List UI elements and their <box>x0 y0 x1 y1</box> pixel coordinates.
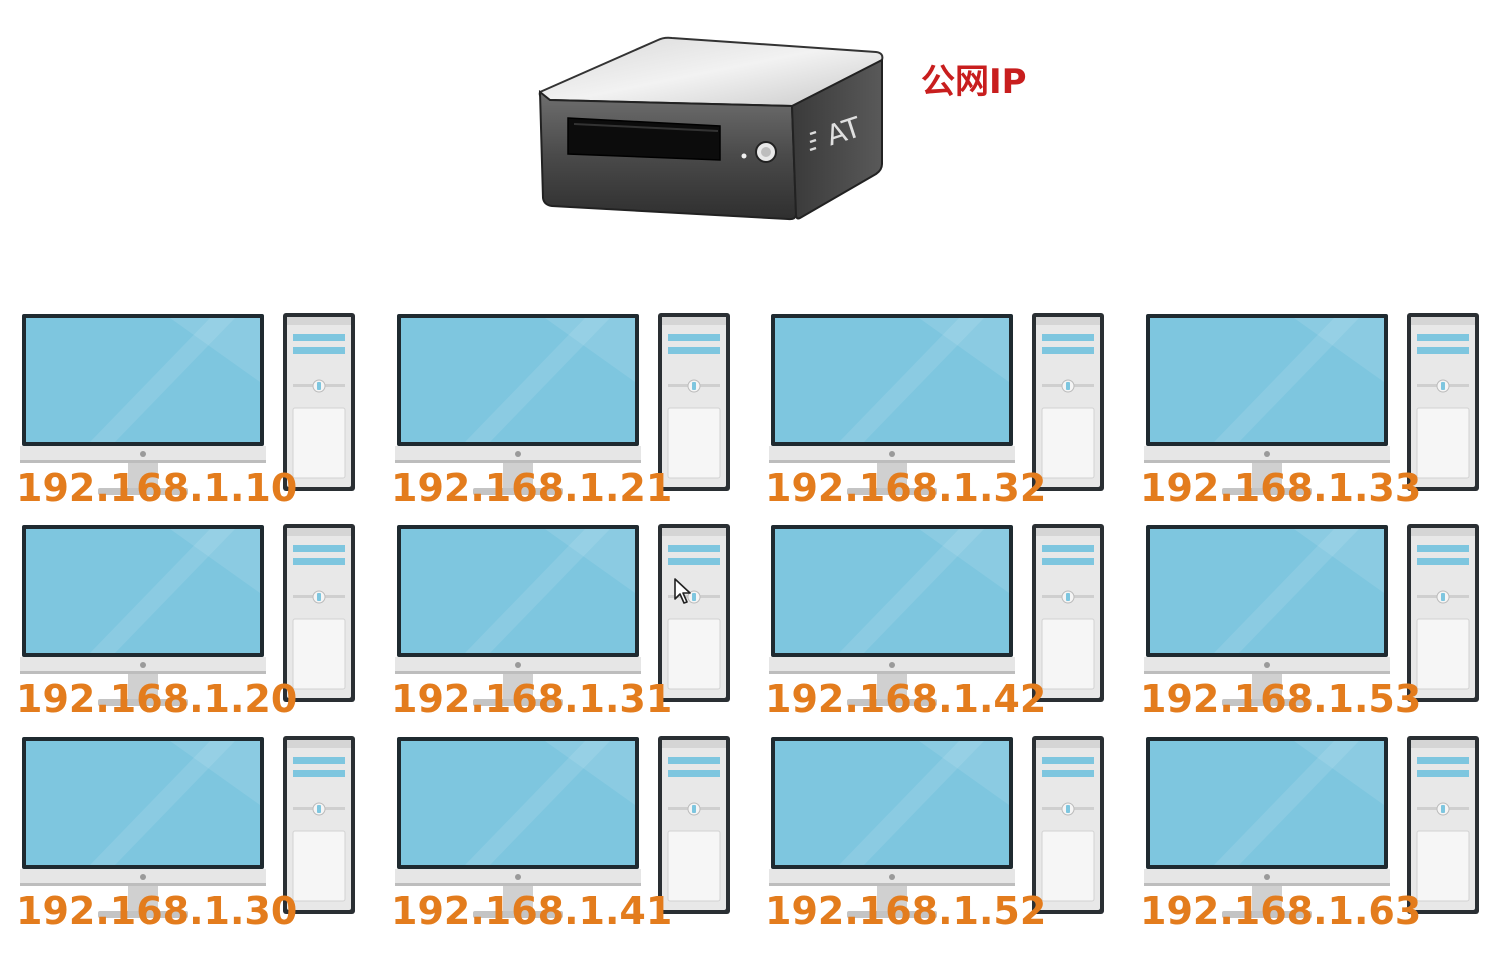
ip-address-label: 192.168.1.30 <box>16 889 297 933</box>
ip-address-label: 192.168.1.52 <box>765 889 1046 933</box>
workstation: 192.168.1.31 <box>395 523 735 733</box>
workstation: 192.168.1.10 <box>20 312 360 522</box>
ip-address-label: 192.168.1.42 <box>765 677 1046 721</box>
ip-address-label: 192.168.1.31 <box>391 677 672 721</box>
workstation: 192.168.1.41 <box>395 735 735 945</box>
workstation: 192.168.1.63 <box>1144 735 1484 945</box>
workstation: 192.168.1.32 <box>769 312 1109 522</box>
workstation: 192.168.1.53 <box>1144 523 1484 733</box>
workstation: 192.168.1.21 <box>395 312 735 522</box>
workstation: 192.168.1.52 <box>769 735 1109 945</box>
ip-address-label: 192.168.1.63 <box>1140 889 1421 933</box>
ip-address-label: 192.168.1.53 <box>1140 677 1421 721</box>
public-ip-label: 公网IP <box>921 62 1027 102</box>
ip-address-label: 192.168.1.10 <box>16 466 297 510</box>
ip-address-label: 192.168.1.32 <box>765 466 1046 510</box>
ip-address-label: 192.168.1.21 <box>391 466 672 510</box>
ip-address-label: 192.168.1.20 <box>16 677 297 721</box>
ip-address-label: 192.168.1.33 <box>1140 466 1421 510</box>
nat-router-icon: AT <box>530 30 894 226</box>
workstation: 192.168.1.33 <box>1144 312 1484 522</box>
ip-address-label: 192.168.1.41 <box>391 889 672 933</box>
workstation: 192.168.1.20 <box>20 523 360 733</box>
workstation: 192.168.1.30 <box>20 735 360 945</box>
workstation: 192.168.1.42 <box>769 523 1109 733</box>
mouse-cursor-icon <box>673 577 693 605</box>
